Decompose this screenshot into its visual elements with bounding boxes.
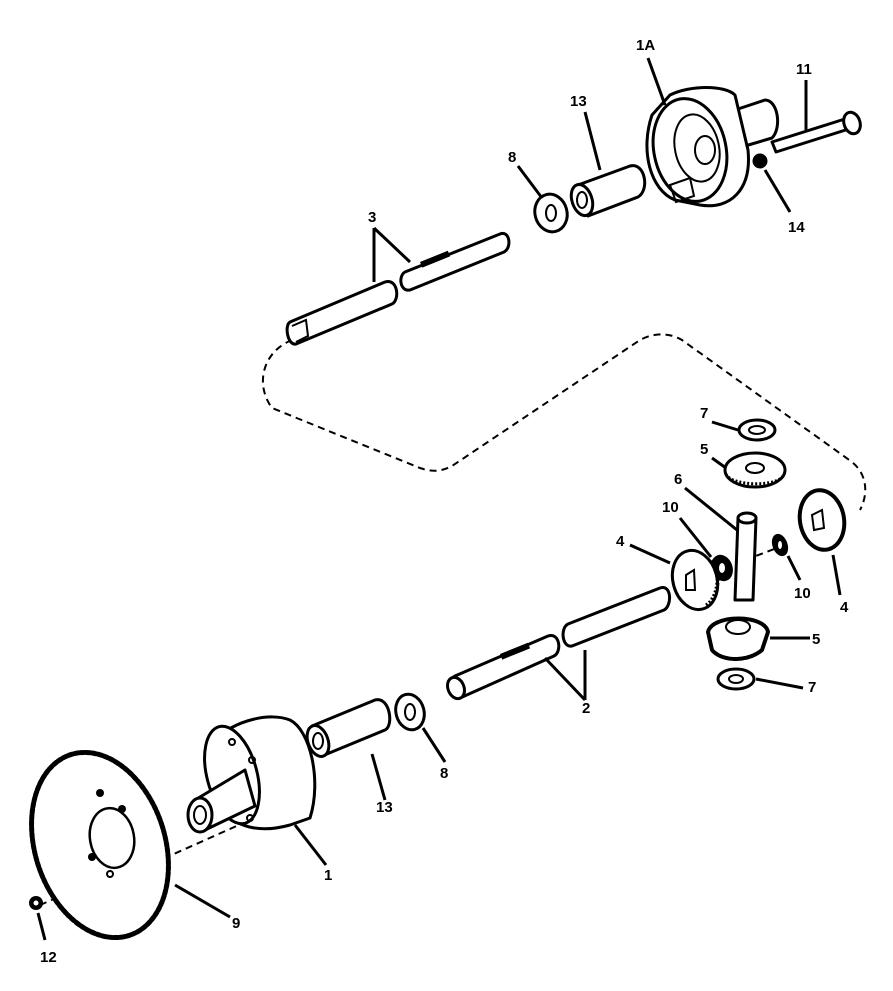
leader-6 bbox=[684, 486, 738, 532]
side-gear-left bbox=[670, 548, 720, 612]
callout-4-right: 4 bbox=[840, 599, 849, 616]
callout-8-lower: 8 bbox=[440, 765, 448, 782]
callout-4-left: 4 bbox=[616, 533, 625, 550]
spacer-sleeve-upper bbox=[569, 164, 647, 218]
callout-8-upper: 8 bbox=[508, 149, 516, 166]
differential-housing-upper bbox=[645, 86, 780, 208]
leader-10-right bbox=[786, 555, 802, 581]
leader-8-upper bbox=[516, 165, 544, 199]
callout-10-right: 10 bbox=[794, 585, 811, 602]
leader-4-right bbox=[831, 554, 842, 596]
bolt bbox=[770, 110, 862, 154]
side-gear-right bbox=[797, 488, 847, 552]
callout-6: 6 bbox=[674, 471, 682, 488]
leader-10-left bbox=[678, 517, 713, 558]
sprocket bbox=[29, 749, 171, 941]
leader-3b bbox=[372, 226, 412, 264]
callout-2: 2 bbox=[582, 700, 590, 717]
differential-housing-lower bbox=[186, 715, 317, 834]
axle-shaft-upper bbox=[285, 231, 511, 346]
callout-13-upper: 13 bbox=[570, 93, 587, 110]
callout-7-top: 7 bbox=[700, 405, 708, 422]
callout-12: 12 bbox=[40, 949, 57, 966]
cross-pin bbox=[733, 511, 758, 602]
leader-13-lower bbox=[370, 753, 387, 801]
washer-upper bbox=[533, 192, 569, 234]
leader-7-bottom bbox=[755, 677, 804, 690]
leader-13-upper bbox=[583, 111, 602, 171]
assembly-path-dashed bbox=[262, 333, 867, 511]
nut bbox=[752, 153, 768, 169]
axle-shaft-lower bbox=[446, 586, 671, 701]
thrust-washer-top bbox=[737, 418, 777, 442]
callout-13-lower: 13 bbox=[376, 799, 393, 816]
leader-5-top bbox=[711, 456, 727, 470]
callout-labels: 1A 11 14 13 8 3 7 5 6 10 4 10 4 5 7 2 8 … bbox=[40, 37, 849, 966]
callout-11: 11 bbox=[796, 61, 812, 78]
callout-3: 3 bbox=[368, 209, 376, 226]
callout-5-top: 5 bbox=[700, 441, 708, 458]
callout-14: 14 bbox=[788, 219, 805, 236]
leader-7-top bbox=[711, 420, 739, 432]
callout-5-bottom: 5 bbox=[812, 631, 820, 648]
washer-lower bbox=[394, 692, 426, 732]
callout-7-bottom: 7 bbox=[808, 679, 816, 696]
spacer-sleeve-lower bbox=[305, 698, 392, 758]
leader-14 bbox=[763, 169, 792, 213]
leader-2b bbox=[543, 656, 587, 702]
callout-1: 1 bbox=[324, 867, 332, 884]
leader-12 bbox=[36, 912, 47, 941]
callout-9: 9 bbox=[232, 915, 240, 932]
bevel-gear-bottom bbox=[706, 616, 770, 661]
leader-lines bbox=[36, 57, 842, 941]
leader-9 bbox=[174, 883, 231, 919]
leader-1 bbox=[293, 824, 328, 866]
leader-8-lower bbox=[421, 727, 447, 763]
leader-4-left bbox=[629, 543, 671, 565]
leader-1A bbox=[646, 57, 667, 106]
spacer-right bbox=[771, 533, 789, 557]
callout-10-left: 10 bbox=[662, 499, 679, 516]
thrust-washer-bottom bbox=[716, 667, 756, 691]
bevel-gear-top bbox=[723, 451, 787, 489]
callout-1A: 1A bbox=[636, 37, 655, 54]
